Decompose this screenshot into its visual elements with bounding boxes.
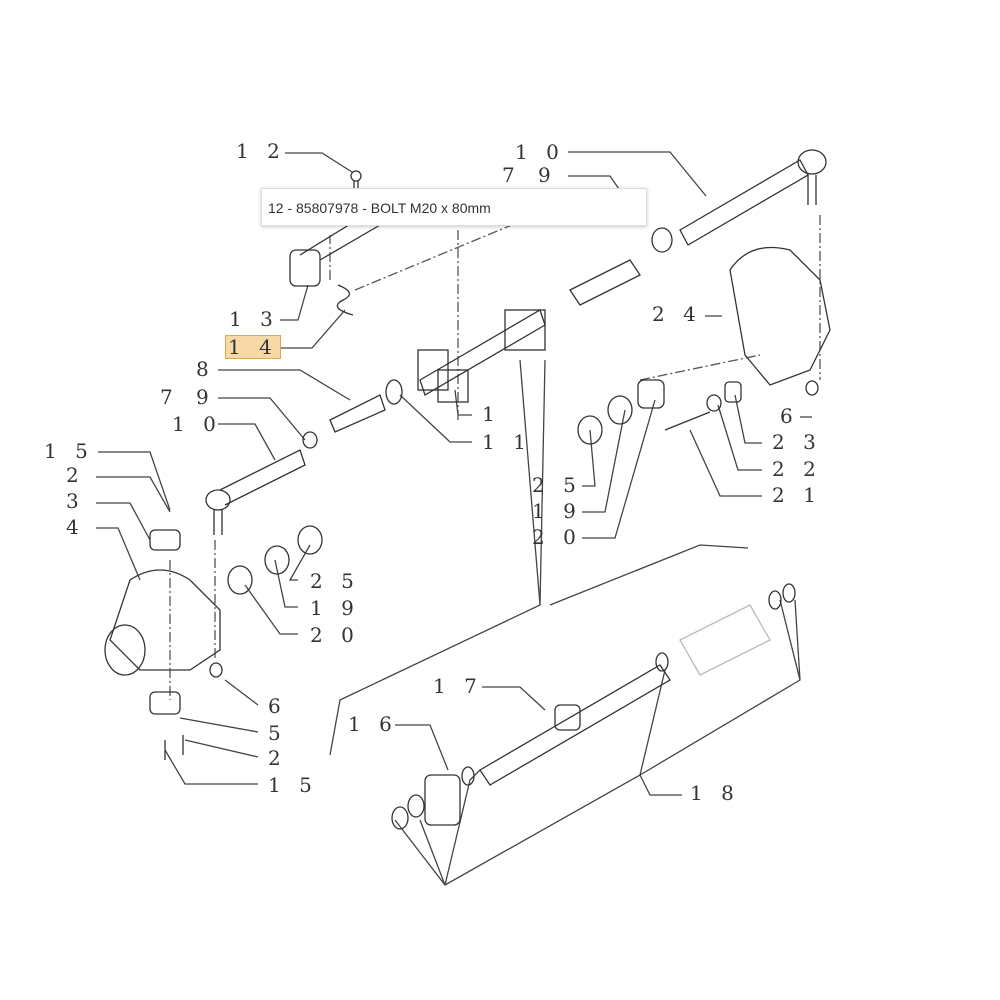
callout-7-left[interactable]: 7 — [160, 385, 179, 409]
callout-25-lower[interactable]: 2 5 — [310, 569, 360, 593]
callout-4[interactable]: 4 — [66, 515, 85, 539]
callout-25-upper[interactable]: 2 5 — [532, 473, 582, 497]
callout-1[interactable]: 1 — [482, 402, 501, 426]
callout-10-top[interactable]: 1 0 — [515, 140, 565, 164]
callout-19-lower[interactable]: 1 9 — [310, 596, 360, 620]
callout-21[interactable]: 2 1 — [772, 483, 822, 507]
callout-6-right[interactable]: 6 — [780, 404, 799, 428]
callout-10-left[interactable]: 1 0 — [172, 412, 222, 436]
callout-9-top[interactable]: 9 — [538, 163, 557, 187]
parts-upper — [205, 149, 831, 535]
leader-lines — [96, 151, 812, 886]
callout-16[interactable]: 1 6 — [348, 712, 398, 736]
callout-15-bottom[interactable]: 1 5 — [268, 773, 318, 797]
callout-20-lower[interactable]: 2 0 — [310, 623, 360, 647]
parts-left — [104, 525, 323, 760]
callout-13[interactable]: 1 3 — [229, 307, 279, 331]
callout-9-left[interactable]: 9 — [196, 385, 215, 409]
callout-6-left[interactable]: 6 — [268, 694, 287, 718]
callout-18[interactable]: 1 8 — [690, 781, 740, 805]
callout-2-bottom[interactable]: 2 — [268, 746, 287, 770]
callout-23[interactable]: 2 3 — [772, 430, 822, 454]
part-tooltip: 12 - 85807978 - BOLT M20 x 80mm — [261, 188, 647, 226]
callout-3[interactable]: 3 — [66, 489, 85, 513]
callout-2-top[interactable]: 2 — [66, 463, 85, 487]
callout-14-highlighted[interactable]: 1 4 — [225, 335, 281, 359]
callout-22[interactable]: 2 2 — [772, 457, 822, 481]
callout-11[interactable]: 1 1 — [482, 430, 532, 454]
callout-15-top[interactable]: 1 5 — [44, 439, 94, 463]
callout-20-upper[interactable]: 2 0 — [532, 525, 582, 549]
callout-5[interactable]: 5 — [268, 721, 287, 745]
parts-lower — [391, 583, 796, 830]
callout-7-top[interactable]: 7 — [502, 163, 521, 187]
callout-8[interactable]: 8 — [196, 357, 215, 381]
callout-17[interactable]: 1 7 — [433, 674, 483, 698]
callout-19-upper[interactable]: 1 9 — [532, 499, 582, 523]
callout-12[interactable]: 1 2 — [236, 139, 286, 163]
callout-24[interactable]: 2 4 — [652, 302, 702, 326]
